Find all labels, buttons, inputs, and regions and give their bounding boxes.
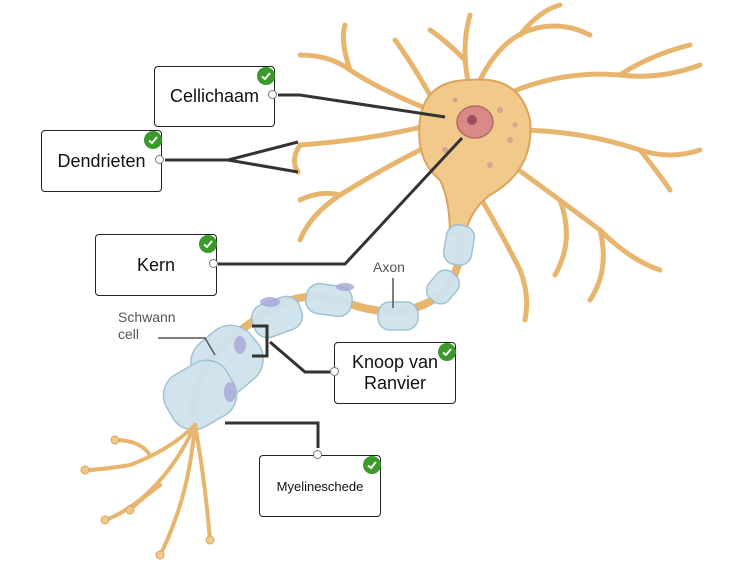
label-kern-text: Kern <box>136 254 176 275</box>
label-knoop-van-ranvier[interactable]: Knoop van Ranvier <box>334 342 456 404</box>
handle-myelineschede[interactable] <box>313 450 322 459</box>
handle-cellichaam[interactable] <box>268 90 277 99</box>
dendrites <box>292 2 703 323</box>
label-myelineschede-text: Myelineschede <box>276 478 364 494</box>
check-icon <box>438 343 456 361</box>
leader-myelineschede <box>225 421 320 448</box>
label-knoop-text: Knoop van Ranvier <box>351 352 439 393</box>
schwann-label-line <box>158 337 216 356</box>
schwann-nuclei <box>224 283 354 402</box>
label-cellichaam-text: Cellichaam <box>169 86 260 106</box>
check-icon <box>257 67 275 85</box>
label-dendrieten[interactable]: Dendrieten <box>41 130 162 192</box>
label-myelineschede[interactable]: Myelineschede <box>259 455 381 517</box>
label-cellichaam[interactable]: Cellichaam <box>154 66 275 127</box>
leader-lines <box>165 93 464 448</box>
myelin-sheath <box>162 224 476 431</box>
axon-terminals <box>83 423 212 557</box>
cell-body <box>418 78 532 236</box>
leader-dendrieten <box>165 140 299 174</box>
schwann-cell-label: Schwann cell <box>118 309 176 343</box>
label-kern[interactable]: Kern <box>95 234 217 296</box>
check-icon <box>363 456 381 474</box>
schwann-label-line2: cell <box>118 326 140 342</box>
check-icon <box>144 131 162 149</box>
leader-cellichaam <box>278 93 446 119</box>
axon-label: Axon <box>373 259 405 275</box>
handle-dendrieten[interactable] <box>155 155 164 164</box>
nucleolus <box>467 115 477 125</box>
schwann-label-line1: Schwann <box>118 309 176 325</box>
cell-granules <box>442 97 518 168</box>
handle-knoop-van-ranvier[interactable] <box>330 367 339 376</box>
label-dendrieten-text: Dendrieten <box>57 150 146 171</box>
leader-kern <box>218 136 464 266</box>
handle-kern[interactable] <box>209 259 218 268</box>
check-icon <box>199 235 217 253</box>
leader-knoop <box>269 340 335 374</box>
terminal-buttons <box>80 435 215 560</box>
leader-knoop-bracket <box>252 324 269 358</box>
image-label-lines <box>158 278 394 356</box>
